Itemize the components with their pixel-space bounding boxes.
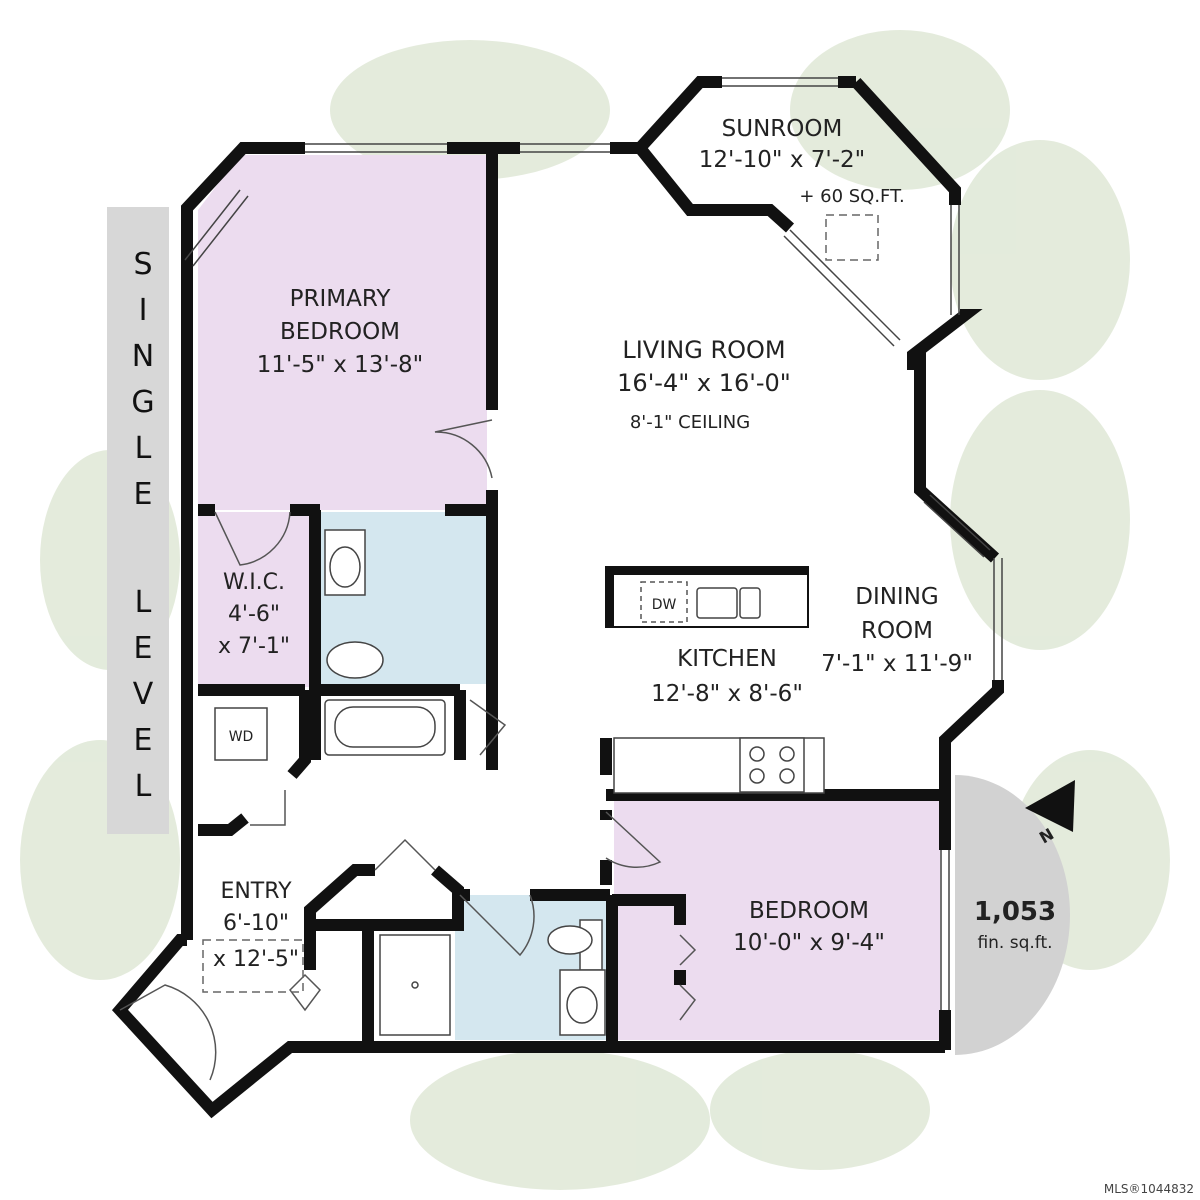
doors — [119, 419, 697, 1081]
washer-dryer-label: WD — [229, 729, 254, 745]
wic-dims-2: x 7'-1" — [218, 634, 290, 659]
primary-bedroom-fill — [198, 155, 487, 510]
bedroom-name: BEDROOM — [749, 898, 869, 924]
sunroom-dims: 12'-10" x 7'-2" — [699, 147, 865, 173]
primary-bedroom-name-2: BEDROOM — [280, 319, 400, 345]
wic-fill — [198, 512, 310, 687]
greenery-background — [20, 30, 1170, 1190]
dishwasher-label: DW — [652, 597, 677, 613]
svg-text:G: G — [131, 385, 154, 420]
svg-text:S: S — [133, 247, 152, 282]
bath2-fixtures — [379, 919, 606, 1036]
svg-text:L: L — [135, 769, 152, 804]
svg-text:L: L — [135, 431, 152, 466]
sunroom-note: + 60 SQ.FT. — [799, 186, 904, 207]
bedroom-fill — [614, 800, 940, 1040]
dining-room-name-1: DINING — [855, 584, 939, 610]
area-value: 1,053 — [974, 897, 1056, 927]
living-room-dims: 16'-4" x 16'-0" — [617, 369, 791, 397]
entry-closet-outline — [202, 939, 304, 993]
area-badge: 1,053 fin. sq.ft. — [955, 775, 1070, 1055]
dining-room-name-2: ROOM — [861, 618, 933, 644]
dining-room-dims: 7'-1" x 11'-9" — [821, 651, 973, 677]
wic-dims-1: 4'-6" — [228, 602, 280, 627]
kitchen-dims: 12'-8" x 8'-6" — [651, 681, 803, 707]
washer-dryer: WD — [214, 707, 268, 761]
ensuite-fixtures — [324, 529, 446, 756]
sunroom-name: SUNROOM — [722, 116, 843, 142]
level-band — [107, 207, 169, 834]
svg-text:E: E — [134, 477, 153, 512]
area-unit: fin. sq.ft. — [977, 933, 1052, 953]
kitchen-counter — [613, 737, 825, 794]
kitchen-name: KITCHEN — [677, 646, 777, 672]
walls — [111, 76, 1004, 1119]
living-room-note: 8'-1" CEILING — [630, 412, 750, 433]
svg-text:V: V — [133, 677, 154, 712]
room-labels: SUNROOM 12'-10" x 7'-2" + 60 SQ.FT. PRIM… — [213, 116, 973, 972]
svg-text:L: L — [135, 585, 152, 620]
svg-text:E: E — [134, 631, 153, 666]
entry-dims-2: x 12'-5" — [213, 947, 299, 972]
wic-name: W.I.C. — [223, 570, 285, 595]
entry-dims-1: 6'-10" — [223, 911, 289, 936]
svg-text:N: N — [132, 339, 154, 374]
living-room-name: LIVING ROOM — [622, 336, 785, 364]
primary-bedroom-name-1: PRIMARY — [290, 286, 392, 312]
svg-text:E: E — [134, 723, 153, 758]
primary-bedroom-dims: 11'-5" x 13'-8" — [257, 352, 423, 378]
level-label: S I N G L E L E V E L — [131, 247, 154, 804]
mls-number: MLS®1044832 — [1103, 1182, 1194, 1196]
kitchen-island: DW — [605, 566, 809, 628]
svg-text:I: I — [139, 293, 148, 328]
bedroom-dims: 10'-0" x 9'-4" — [733, 930, 885, 956]
entry-name: ENTRY — [220, 879, 292, 904]
skylight-outline — [825, 214, 879, 261]
windows — [184, 77, 1003, 1010]
